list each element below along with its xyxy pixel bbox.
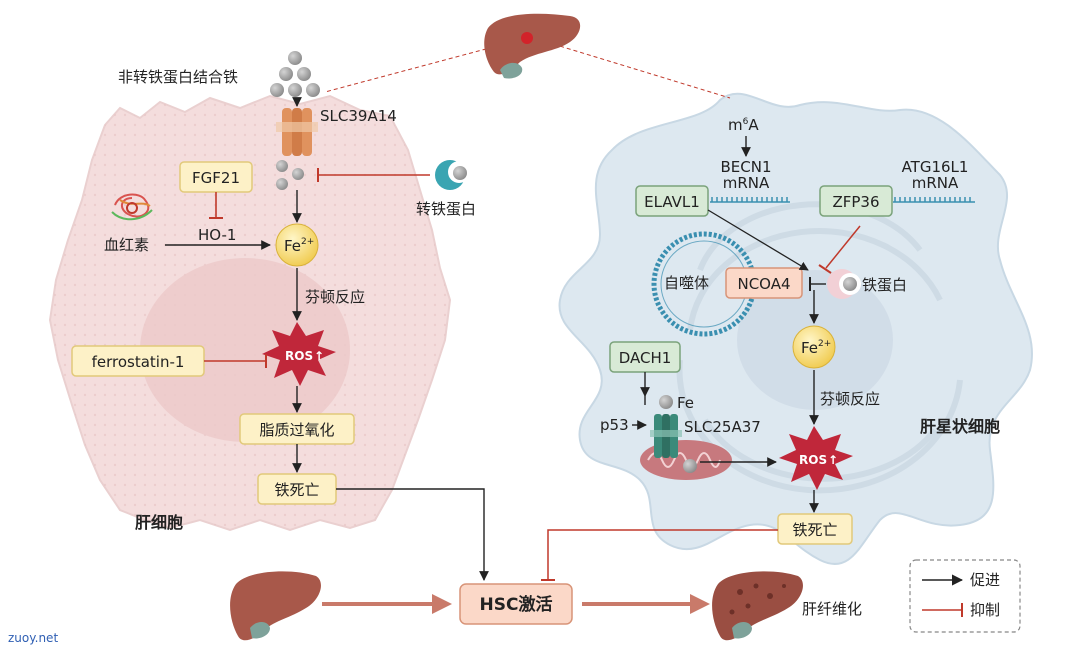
stellate-ros-label: ROS (799, 453, 827, 467)
mito-fe-label: Fe (677, 394, 694, 412)
stellate-fenton-label: 芬顿反应 (820, 390, 880, 408)
top-liver-icon (484, 13, 581, 79)
p53-label: p53 (600, 416, 629, 434)
zfp36-inhibit-line (825, 225, 861, 269)
heme-icon (111, 193, 153, 221)
stellate-fe2-ion (792, 325, 836, 369)
ncoa4-box (725, 267, 803, 299)
ntbi-label: 非转铁蛋白结合铁 (118, 68, 238, 86)
stellate-to-hsc-inhibit-line (547, 529, 778, 580)
fibrotic-liver-icon (712, 571, 803, 641)
slc39a14-label: SLC39A14 (320, 107, 397, 125)
stellate-ferroptosis-label: 铁死亡 (792, 521, 837, 539)
hsc-activation-box (459, 583, 573, 625)
watermark: zuoy.net (8, 631, 58, 645)
stellate-ferroptosis-box (777, 513, 853, 545)
lipid-peroxidation-label: 脂质过氧化 (259, 421, 334, 439)
ferritin-label: 铁蛋白 (862, 276, 907, 294)
transferrin-icon (435, 160, 470, 190)
hepatocyte-ros-star (262, 322, 336, 386)
legend-promote-label: 促进 (970, 571, 1000, 589)
m6a-tail: A (748, 116, 759, 134)
hepatocyte-fenton-label: 芬顿反应 (305, 288, 365, 306)
m6a-superscript: 6 (743, 117, 749, 127)
ntbi-iron-balls (270, 51, 320, 97)
intracellular-iron-balls (276, 160, 304, 190)
ho1-label: HO-1 (198, 226, 236, 244)
slc25a37-label: SLC25A37 (684, 418, 761, 436)
fe-base: Fe (284, 237, 301, 255)
elavl1-label: ELAVL1 (644, 193, 700, 211)
zfp36-box (819, 185, 893, 217)
stellate-cell-label: 肝星状细胞 (920, 417, 1000, 436)
svg-text:Fe2+: Fe2+ (284, 237, 314, 255)
elavl1-promote-arrow (707, 209, 809, 271)
healthy-liver-icon (230, 571, 321, 641)
stellate-ros-up-arrow-icon: ↑ (828, 453, 838, 467)
hepatocyte-cell (48, 94, 452, 532)
hepatocyte-ferroptosis-label: 铁死亡 (274, 481, 319, 499)
ferrostatin-label: ferrostatin-1 (92, 353, 185, 371)
m6a-base: m (728, 116, 743, 134)
becn1-mrna-strand (710, 197, 790, 203)
becn1-line1: BECN1 (720, 158, 771, 176)
atg16l1-line1: ATG16L1 (902, 158, 969, 176)
ferritin-icon (827, 269, 861, 299)
ros-up-arrow-icon: ↑ (314, 349, 324, 363)
fe-superscript: 2+ (301, 237, 314, 247)
fgf21-label: FGF21 (192, 169, 240, 187)
zfp36-label: ZFP36 (832, 193, 879, 211)
dashed-connector-right (539, 39, 731, 99)
hepatocyte-ros-label: ROS (285, 349, 313, 363)
hepatocyte-to-hsc-arrow (336, 488, 489, 581)
slc25a37-transporter (650, 414, 682, 458)
hsc-activation-label: HSC激活 (480, 594, 553, 615)
elavl1-box (635, 185, 709, 217)
autophagosome-label: 自噬体 (664, 274, 709, 292)
hepatocyte-fe2-ion (275, 223, 319, 267)
fibrosis-label: 肝纤维化 (802, 600, 862, 618)
atg16l1-line2: mRNA (912, 174, 959, 192)
hepatocyte-cell-label: 肝细胞 (135, 513, 183, 532)
transferrin-label: 转铁蛋白 (416, 200, 476, 218)
atg16l1-mrna-strand (893, 197, 975, 203)
stellate-fe-superscript: 2+ (818, 339, 831, 349)
heme-label: 血红素 (104, 236, 149, 254)
ncoa4-label: NCOA4 (737, 275, 790, 293)
becn1-line2: mRNA (723, 174, 770, 192)
stellate-ros-star (779, 426, 853, 490)
dach1-label: DACH1 (619, 349, 672, 367)
mitochondrion-icon (640, 440, 732, 480)
svg-text:m6A: m6A (728, 116, 759, 134)
svg-text:Fe2+: Fe2+ (801, 339, 831, 357)
legend-box (909, 559, 1021, 633)
slc39a14-transporter (276, 108, 318, 156)
legend-inhibit-label: 抑制 (970, 601, 1000, 619)
stellate-fe-base: Fe (801, 339, 818, 357)
mito-iron-ball (659, 395, 673, 409)
